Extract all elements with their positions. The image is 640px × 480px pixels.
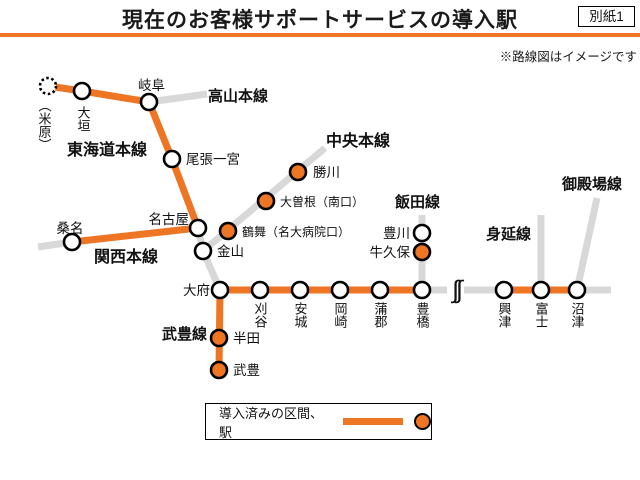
station-label-kachigawa: 勝川	[313, 165, 340, 180]
station-marker-fuji	[531, 280, 551, 300]
station-marker-gamagori	[370, 280, 390, 300]
title-underline	[0, 33, 640, 37]
station-marker-nagoya	[188, 218, 208, 238]
segment-kansai-line	[71, 224, 199, 246]
station-marker-tsurumai	[218, 221, 238, 241]
station-marker-obu	[210, 280, 230, 300]
station-label-ogaki: 大垣	[76, 106, 91, 132]
station-label-obu: 大府	[183, 283, 210, 298]
map-disclaimer-note: ※路線図はイメージです	[499, 50, 637, 64]
station-label-kuwana: 桑名	[57, 221, 84, 236]
legend-label: 導入済みの区間、駅	[219, 405, 324, 440]
segment-takayama-line	[148, 90, 208, 106]
station-marker-owari-ichinomiya	[162, 149, 182, 169]
station-label-kariya: 刈谷	[253, 302, 268, 328]
station-marker-kariya	[250, 280, 270, 300]
legend-installed-line-swatch	[343, 418, 403, 425]
station-label-handa: 半田	[233, 331, 260, 346]
station-marker-toyokawa	[412, 223, 432, 243]
station-marker-okazaki	[330, 280, 350, 300]
station-label-gifu: 岐阜	[138, 77, 165, 93]
station-marker-okitsu	[494, 280, 514, 300]
station-label-nagoya: 名古屋	[149, 212, 190, 227]
attachment-tag: 別紙1	[578, 6, 635, 27]
iida-line-label: 飯田線	[394, 193, 440, 211]
station-label-anjo: 安城	[293, 302, 308, 329]
page-title: 現在のお客様サポートサービスの導入駅	[122, 9, 518, 32]
station-marker-kanayama	[193, 241, 213, 261]
station-label-okitsu: 興津	[497, 302, 512, 328]
station-label-numazu: 沼津	[570, 302, 585, 328]
station-label-gamagori: 蒲郡	[373, 302, 388, 329]
station-label-owari-ichinomiya: 尾張一宮	[186, 152, 240, 167]
gotemba-line-label: 御殿場線	[561, 175, 622, 193]
station-marker-toyohashi	[412, 280, 432, 300]
station-label-okazaki: 岡崎	[333, 302, 348, 328]
station-label-fuji: 富士	[534, 301, 549, 328]
takayama-line-label: 高山本線	[208, 87, 268, 105]
taketoyo-line-label: 武豊線	[162, 325, 207, 343]
station-label-taketoyo: 武豊	[233, 363, 260, 378]
chuo-line-label: 中央本線	[326, 131, 390, 150]
station-marker-ogaki	[72, 81, 92, 101]
legend-box: 導入済みの区間、駅	[205, 403, 432, 440]
segment-tokaido-line-maibara-gifu	[47, 82, 150, 106]
legend-installed-station-swatch	[414, 413, 431, 430]
station-marker-maibara	[38, 76, 58, 96]
station-label-ushikubo: 牛久保	[370, 245, 411, 260]
station-label-maibara: （米原）	[37, 99, 52, 151]
station-label-tsurumai: 鶴舞（名大病院口）	[242, 224, 350, 239]
line-break-mark: ∫∫	[450, 276, 464, 304]
tokaido-line-label: 東海道本線	[67, 140, 147, 159]
station-label-toyokawa: 豊川	[383, 226, 410, 241]
station-label-kanayama: 金山	[217, 244, 244, 259]
station-label-toyohashi: 豊橋	[415, 302, 430, 329]
minobu-line-label: 身延線	[486, 225, 531, 243]
station-marker-kachigawa	[288, 162, 308, 182]
station-marker-kuwana	[62, 232, 82, 252]
station-marker-numazu	[567, 280, 587, 300]
station-marker-taketoyo	[209, 360, 229, 380]
station-marker-gifu	[139, 92, 159, 112]
station-marker-anjo	[290, 280, 310, 300]
station-marker-ozone	[256, 191, 276, 211]
station-label-ozone: 大曽根（南口）	[280, 194, 364, 209]
station-marker-ushikubo	[412, 242, 432, 262]
station-marker-handa	[209, 328, 229, 348]
segment-gotemba-line	[573, 197, 601, 291]
kansai-line-label: 関西本線	[94, 247, 158, 266]
